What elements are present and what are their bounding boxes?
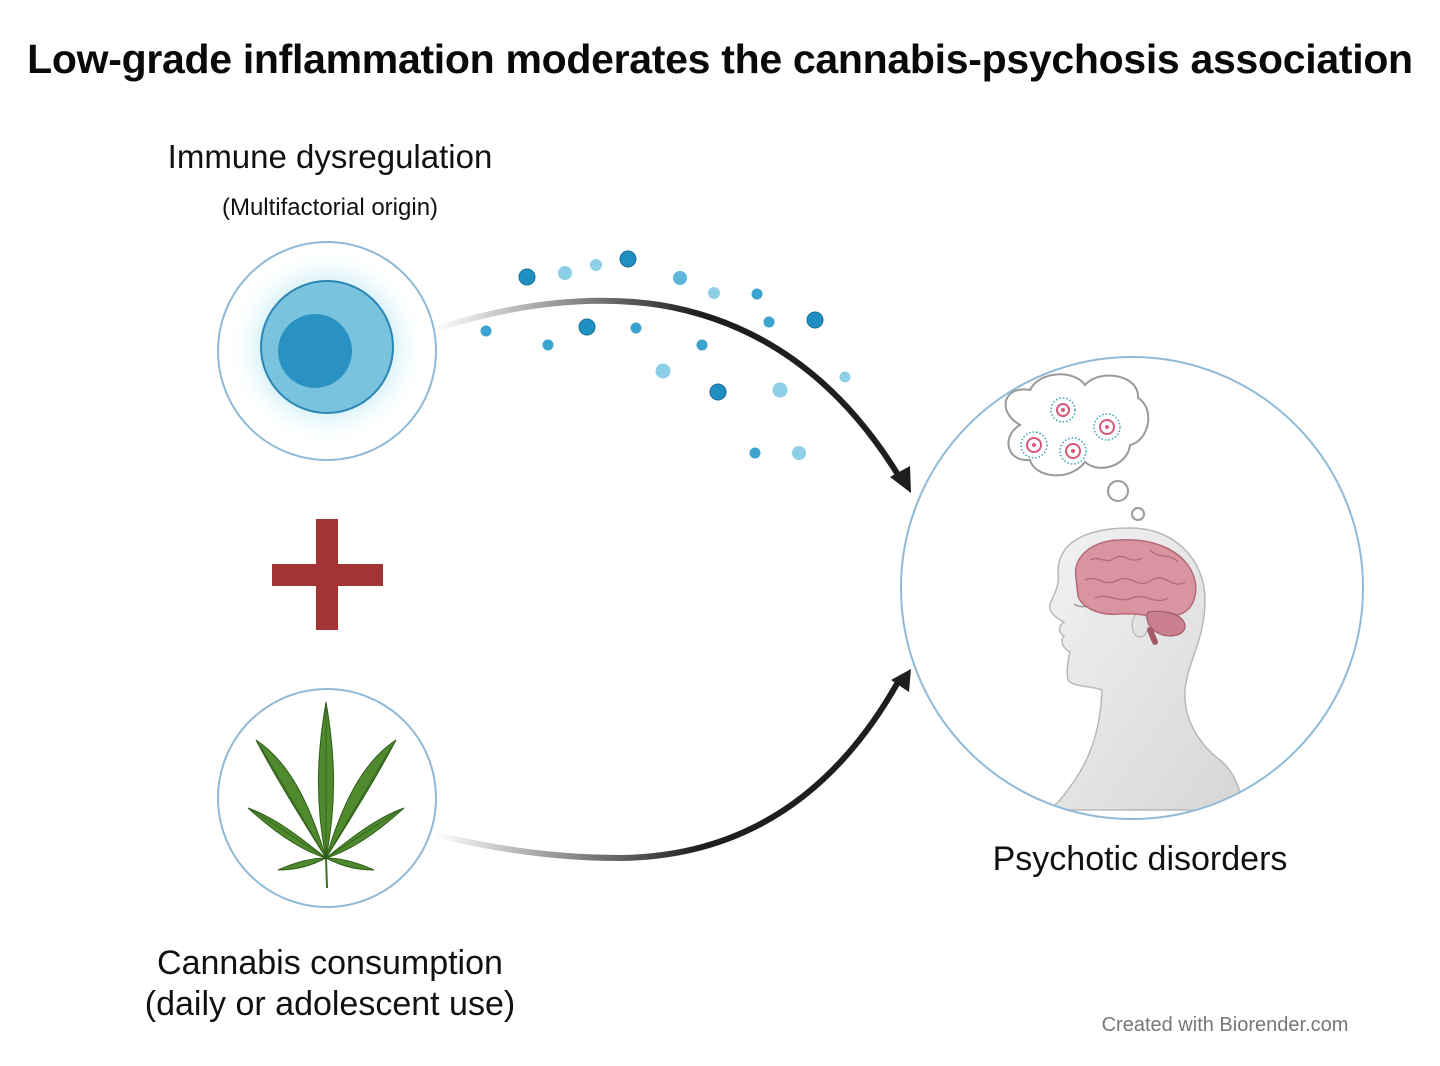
psychotic-disorders-label: Psychotic disorders <box>992 840 1288 878</box>
biorender-credit: Created with Biorender.com <box>1101 1014 1349 1036</box>
plus-icon <box>272 519 383 630</box>
arrow-cannabis-to-psychosis <box>435 669 911 862</box>
immune-cell-icon <box>227 247 427 447</box>
cannabis-consumption-sublabel: (daily or adolescent use) <box>144 985 516 1023</box>
brain-icon <box>1074 539 1197 645</box>
immune-dysregulation-sublabel: (Multifactorial origin) <box>221 194 439 221</box>
human-head-brain-icon <box>1048 527 1246 811</box>
immune-dysregulation-label: Immune dysregulation <box>167 138 493 175</box>
cytokine-particles <box>480 250 851 460</box>
thought-bubble-icon <box>1004 373 1150 521</box>
diagram-title: Low-grade inflammation moderates the can… <box>27 36 1413 82</box>
psychosis-node <box>900 356 1364 820</box>
immune-cell-node <box>217 241 437 461</box>
cannabis-leaf-icon <box>247 701 405 889</box>
arrow-immune-to-psychosis <box>435 297 911 493</box>
cannabis-consumption-label: Cannabis consumption <box>157 944 503 982</box>
hallucination-burst-icon <box>1020 397 1121 465</box>
cannabis-node <box>217 688 437 908</box>
